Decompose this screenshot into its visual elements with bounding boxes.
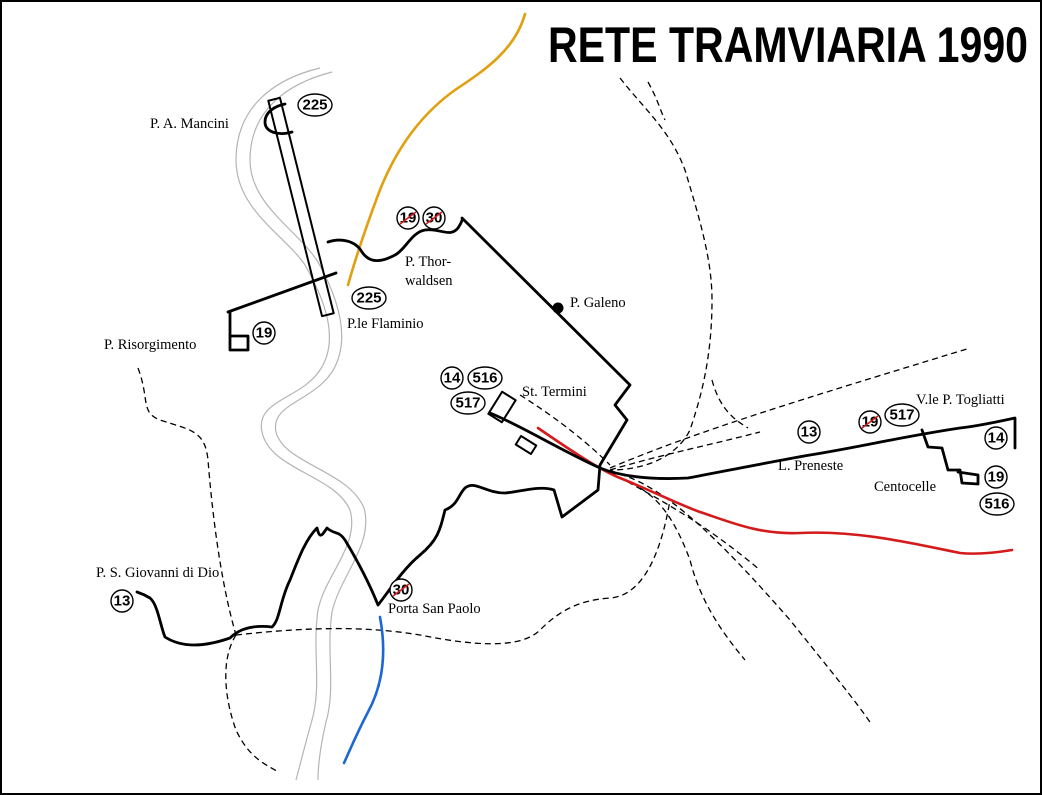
route-badge-discontinued: 19 [396,206,420,230]
label-p-s-giovanni-di-dio: P. S. Giovanni di Dio [96,565,219,581]
svg-text:14: 14 [988,430,1005,447]
label-p-galeno: P. Galeno [570,295,626,311]
svg-text:19: 19 [256,325,273,342]
label-porta-san-paolo: Porta San Paolo [388,601,481,617]
route-badges: 225 225 19 30 19 14 516 517 13 19 [110,93,1015,613]
route-badge: 516 [979,492,1015,516]
route-badge: 14 [440,366,464,390]
label-p-thorwaldsen-2: waldsen [405,273,453,289]
label-st-termini: St. Termini [522,384,587,400]
svg-text:517: 517 [455,395,480,412]
route-badge: 19 [252,321,276,345]
route-badge-discontinued: 30 [422,206,446,230]
label-centocelle: Centocelle [874,479,936,495]
label-l-preneste: L. Preneste [778,458,843,474]
route-badge: 517 [884,403,920,427]
map-title: RETE TRAMVIARIA 1990 [548,17,1028,73]
metro-a-line [346,12,527,287]
svg-text:19: 19 [988,469,1005,486]
label-p-a-mancini: P. A. Mancini [150,116,229,132]
svg-text:516: 516 [984,496,1009,513]
route-badge: 516 [467,366,503,390]
svg-text:517: 517 [889,407,914,424]
tram-lines [135,96,1017,647]
place-labels: P. A. Mancini P. Thor- waldsen P. Galeno… [96,116,1005,617]
route-badge: 13 [797,420,821,444]
route-badge: 14 [984,426,1008,450]
svg-text:225: 225 [356,290,381,307]
svg-text:14: 14 [444,370,461,387]
roma-lido-line [342,615,385,765]
metro-b-line [536,426,1014,555]
route-badge: 13 [110,589,134,613]
p-galeno-stop [552,302,564,314]
svg-text:516: 516 [472,370,497,387]
route-badge: 19 [984,465,1008,489]
label-p-thorwaldsen-1: P. Thor- [405,254,451,270]
route-badge: 225 [351,286,387,310]
label-p-le-flaminio: P.le Flaminio [347,316,424,332]
route-badge: 517 [450,391,486,415]
svg-text:13: 13 [801,424,818,441]
route-badge-discontinued: 19 [858,410,882,434]
label-v-le-p-togliatti: V.le P. Togliatti [916,392,1005,408]
route-badge-discontinued: 30 [389,578,413,602]
label-p-risorgimento: P. Risorgimento [104,337,196,353]
route-badge: 225 [297,93,333,117]
railway-lines [137,77,971,773]
tiber-river [235,67,367,781]
svg-text:225: 225 [302,97,327,114]
svg-text:13: 13 [114,593,131,610]
